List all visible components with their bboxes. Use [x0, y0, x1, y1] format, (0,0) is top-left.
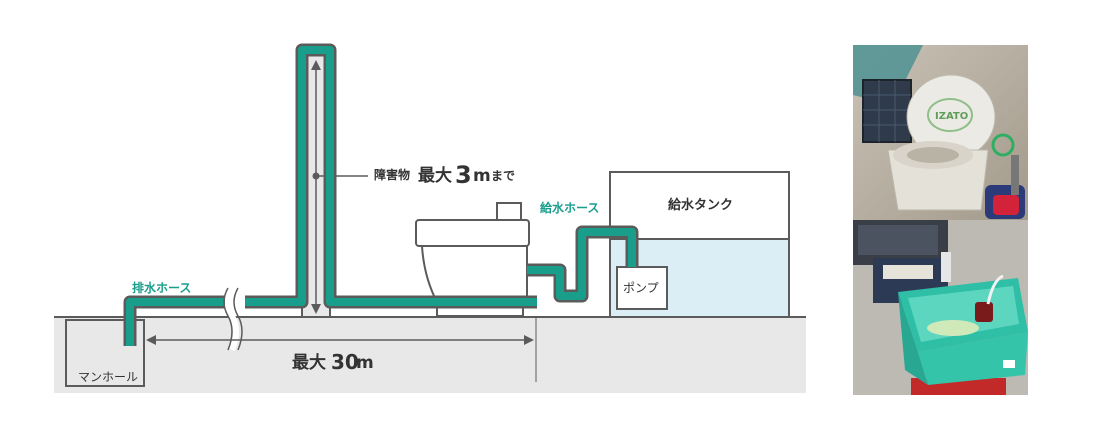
height-arrow-head-top: [311, 60, 321, 70]
supply-hose-label: 給水ホース: [540, 200, 599, 215]
obstacle-label-prefix: 障害物: [374, 167, 410, 182]
distance-arrow-head-right: [524, 335, 534, 345]
obstacle-label-main: 最大: [418, 165, 452, 186]
photo-toilet-solar: IZATO: [853, 45, 1028, 220]
toilet: [415, 202, 530, 317]
break-mark-right: [233, 287, 243, 351]
supply-tank-label: 給水タンク: [668, 197, 733, 213]
obstacle-label-suffix: まで: [491, 169, 515, 183]
distance-label-main: 最大: [292, 352, 326, 373]
obstacle-label-value: 3: [455, 161, 472, 189]
photo-water-tank-image: [853, 220, 1028, 395]
obstacle-label-unit: m: [473, 166, 491, 186]
pump-label: ポンプ: [623, 281, 659, 295]
manhole: [65, 319, 145, 387]
photo-water-tank: [853, 220, 1028, 395]
pump: [616, 266, 668, 310]
ground: [54, 317, 806, 393]
drain-hose-label: 排水ホース: [132, 280, 191, 295]
distance-label-unit: m: [356, 353, 374, 373]
height-arrow-head-bottom: [311, 304, 321, 314]
photo-logo-text: IZATO: [935, 111, 968, 122]
photo-toilet-solar-image: IZATO: [853, 45, 1028, 220]
supply-hose: [527, 228, 636, 300]
distance-arrow-head-left: [146, 335, 156, 345]
drain-hose: [126, 46, 537, 346]
distance-label-value: 30: [331, 350, 359, 374]
break-mark-left: [223, 287, 233, 351]
break-mark-gap: [225, 286, 239, 352]
manhole-label: マンホール: [78, 370, 138, 384]
